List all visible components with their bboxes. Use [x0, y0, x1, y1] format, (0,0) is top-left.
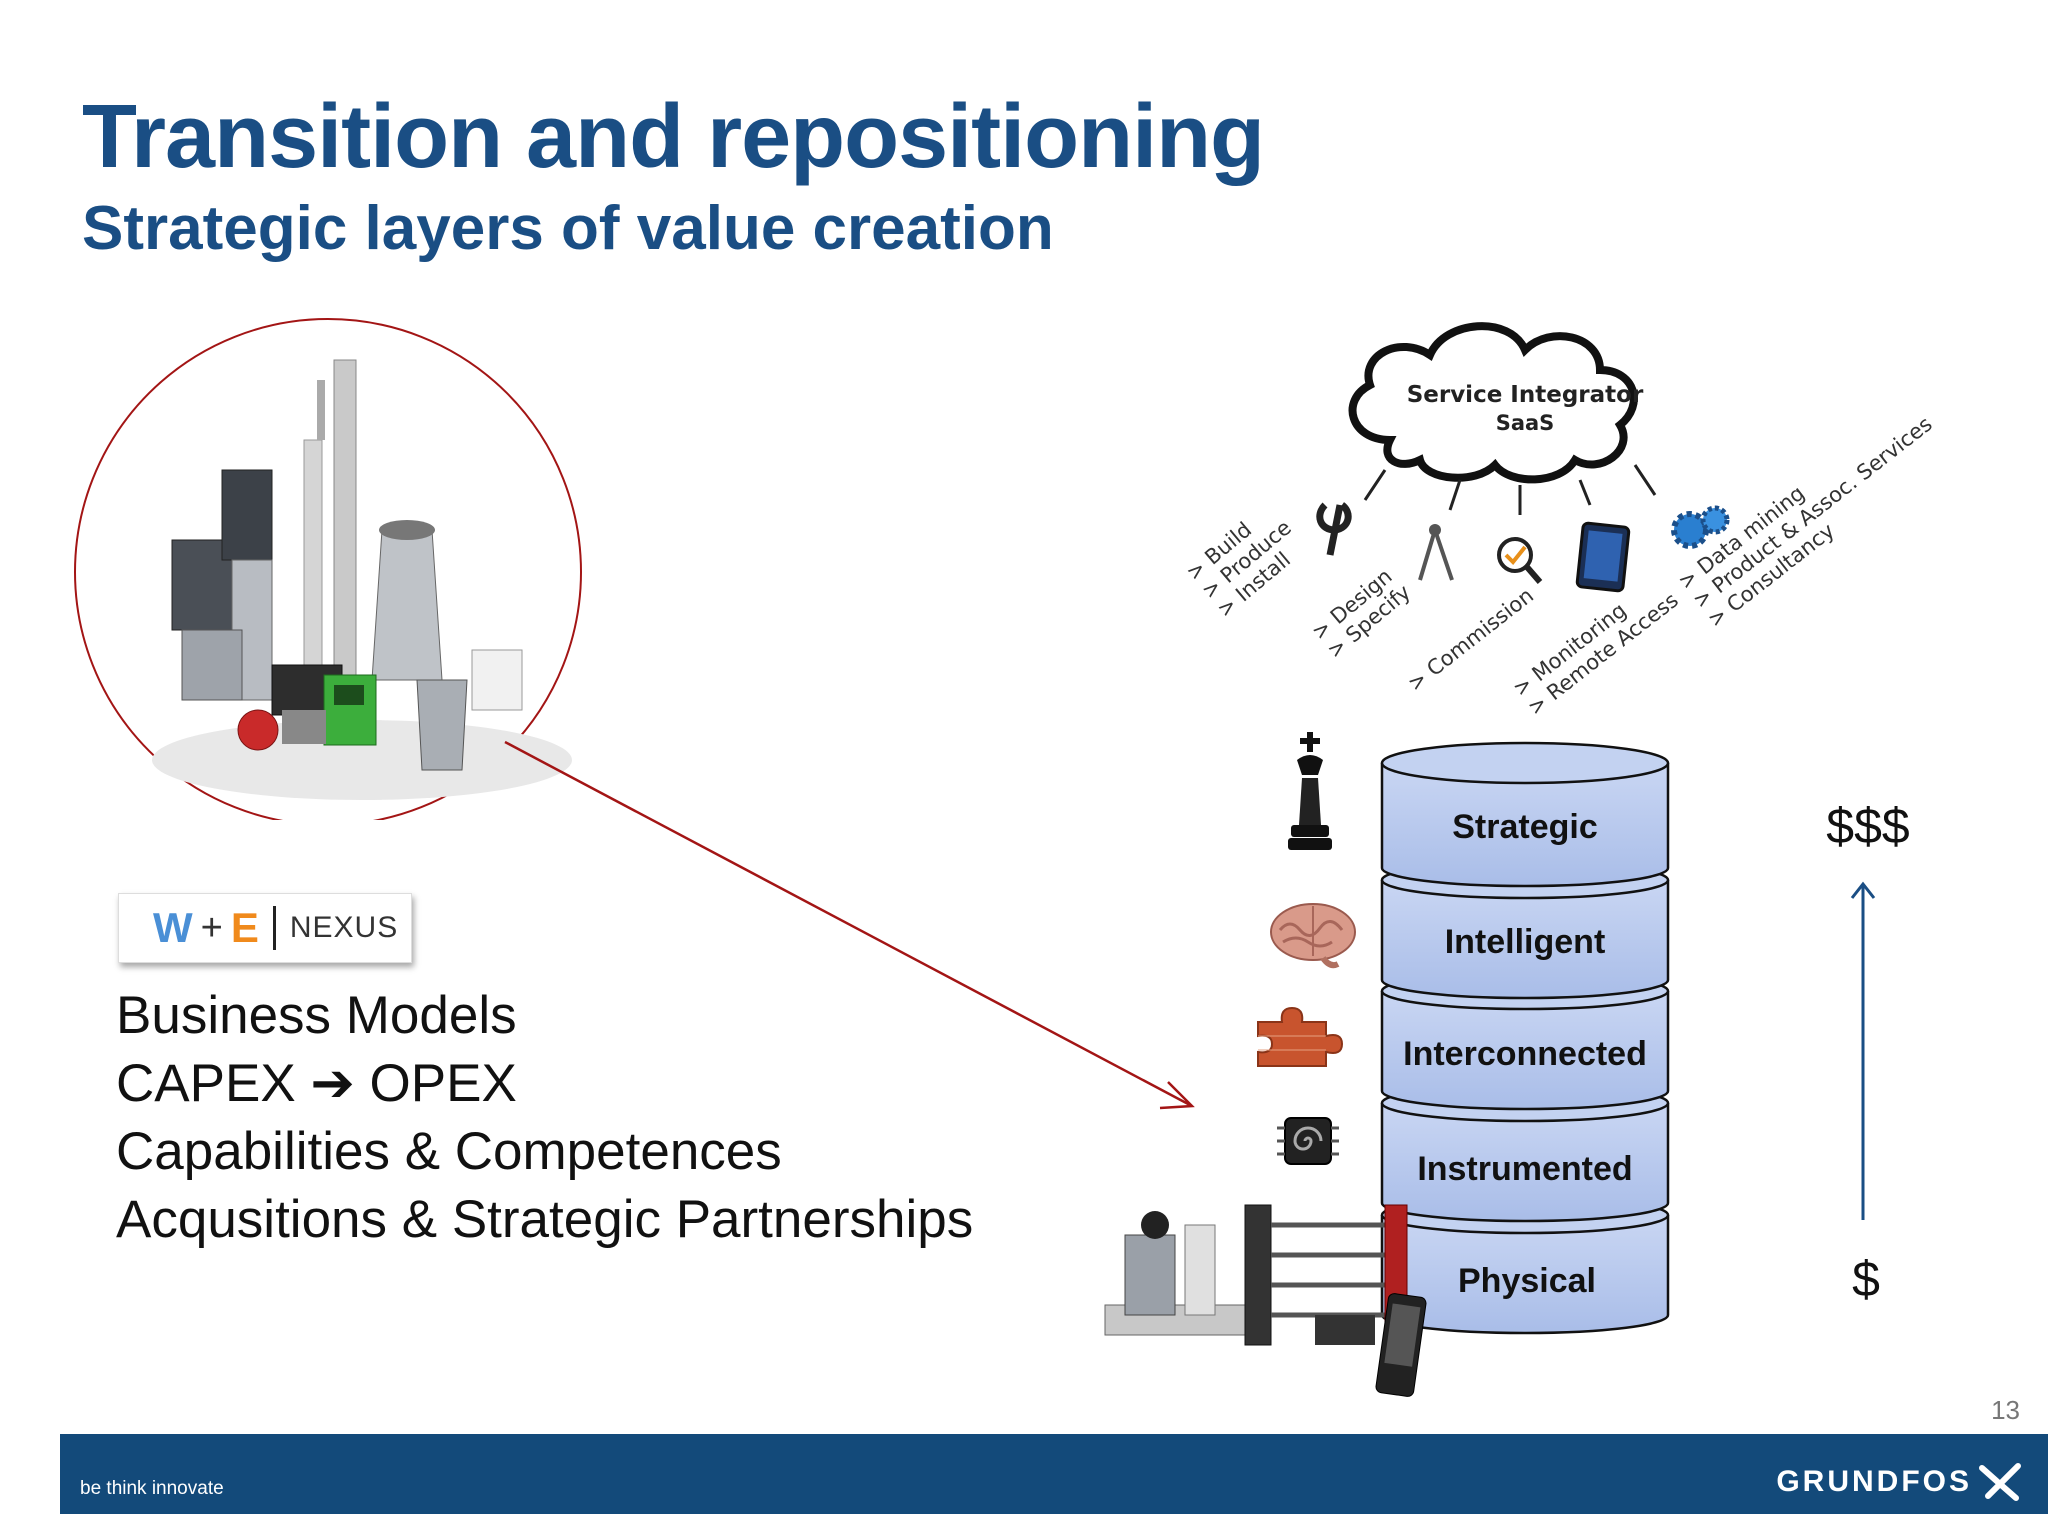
magnifier-check-icon — [1497, 537, 1543, 584]
layer-instrumented-label: Instrumented — [1417, 1150, 1633, 1188]
logo-w: W — [153, 904, 193, 951]
footer-tagline: be think innovate — [80, 1478, 224, 1499]
slide-title: Transition and repositioning — [82, 87, 1265, 187]
grundfos-mark-icon — [1979, 1463, 2021, 1501]
layer-physical-label: Physical — [1458, 1262, 1596, 1300]
logo-plus: + — [200, 906, 223, 949]
service-cloud-diagram: Service Integrator SaaS — [1316, 322, 1730, 593]
chess-king-icon — [1288, 732, 1332, 850]
brand-name: GRUNDFOS — [1776, 1465, 1972, 1498]
page-number: 13 — [1991, 1395, 2020, 1425]
business-points: Business Models CAPEX ➔ OPEX Capabilitie… — [116, 982, 973, 1254]
logo-nexus: NEXUS — [289, 911, 399, 944]
layer-stack — [1380, 741, 1670, 1335]
point-capabilities: Capabilities & Competences — [116, 1122, 782, 1181]
chip-icon — [1277, 1117, 1339, 1165]
puzzle-piece-icon — [1257, 1006, 1344, 1067]
layer-interconnected-label: Interconnected — [1403, 1035, 1647, 1073]
slide-subtitle: Strategic layers of value creation — [82, 194, 1054, 263]
cloud-shape — [1348, 322, 1638, 484]
layer-strategic-label: Strategic — [1452, 808, 1598, 846]
pump-products-image — [74, 318, 582, 820]
layer-intelligent-label: Intelligent — [1444, 923, 1606, 961]
value-high-label: $$$ — [1826, 798, 1910, 854]
cloud-title: Service Integrator — [1407, 382, 1644, 408]
compass-icon — [1418, 524, 1454, 581]
wrench-icon — [1316, 502, 1352, 556]
layer-strategic-shape — [1380, 741, 1670, 888]
logo-divider — [272, 906, 276, 950]
gears-icon — [1671, 505, 1730, 549]
value-arrow — [1850, 881, 1876, 1220]
logo-e: E — [230, 904, 259, 951]
footer-bar: be think innovate GRUNDFOS — [60, 1434, 2048, 1514]
point-capex-opex: CAPEX ➔ OPEX — [116, 1054, 517, 1113]
point-business-models: Business Models — [116, 986, 517, 1045]
grundfos-logo: GRUNDFOS — [1776, 1462, 2024, 1502]
brain-icon — [1270, 903, 1356, 969]
pump-system-icon — [1104, 1204, 1427, 1397]
point-acquisitions: Acqusitions & Strategic Partnerships — [116, 1190, 974, 1249]
we-nexus-logo: W + E NEXUS — [118, 893, 412, 963]
cloud-subtitle: SaaS — [1496, 411, 1555, 435]
tablet-icon — [1575, 521, 1631, 593]
value-low-label: $ — [1852, 1251, 1880, 1307]
